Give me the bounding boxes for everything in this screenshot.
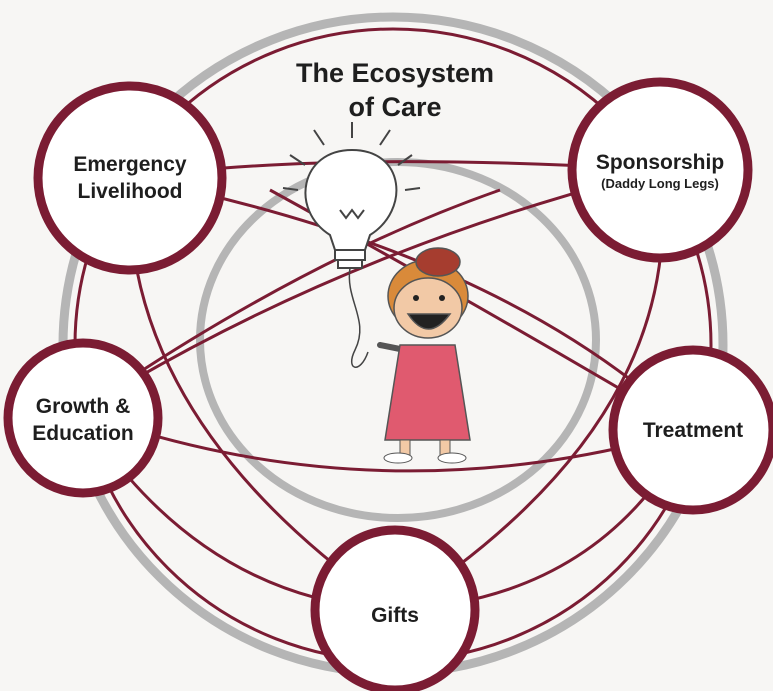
diagram-title: The Ecosystem of Care bbox=[245, 56, 545, 124]
emergency-line-2: Livelihood bbox=[77, 180, 183, 203]
node-sponsorship-label: Sponsorship (Daddy Long Legs) bbox=[578, 140, 742, 200]
emergency-line-1: Emergency bbox=[73, 153, 187, 176]
gifts-line-1: Gifts bbox=[371, 603, 419, 627]
title-line-1: The Ecosystem bbox=[295, 58, 495, 88]
sponsorship-line-1: Sponsorship bbox=[595, 150, 725, 174]
node-treatment-circle bbox=[608, 345, 773, 515]
node-growth-label: Growth & Education bbox=[18, 390, 148, 450]
node-gifts-label: Gifts bbox=[335, 598, 455, 632]
treatment-line-1: Treatment bbox=[642, 418, 744, 442]
node-sponsorship-circle bbox=[567, 77, 753, 263]
node-treatment-label: Treatment bbox=[623, 413, 763, 447]
lightbulb-balloon-icon bbox=[282, 122, 421, 368]
node-gifts-circle bbox=[310, 525, 480, 691]
sponsorship-line-2: (Daddy Long Legs) bbox=[601, 175, 719, 191]
node-growth-circle bbox=[3, 338, 163, 498]
girl-illustration-icon bbox=[377, 247, 471, 464]
growth-line-1: Growth & bbox=[35, 395, 131, 418]
node-emergency-label: Emergency Livelihood bbox=[50, 138, 210, 218]
title-line-2: of Care bbox=[348, 92, 442, 122]
node-emergency-circle bbox=[33, 81, 227, 275]
growth-line-2: Education bbox=[32, 422, 134, 445]
